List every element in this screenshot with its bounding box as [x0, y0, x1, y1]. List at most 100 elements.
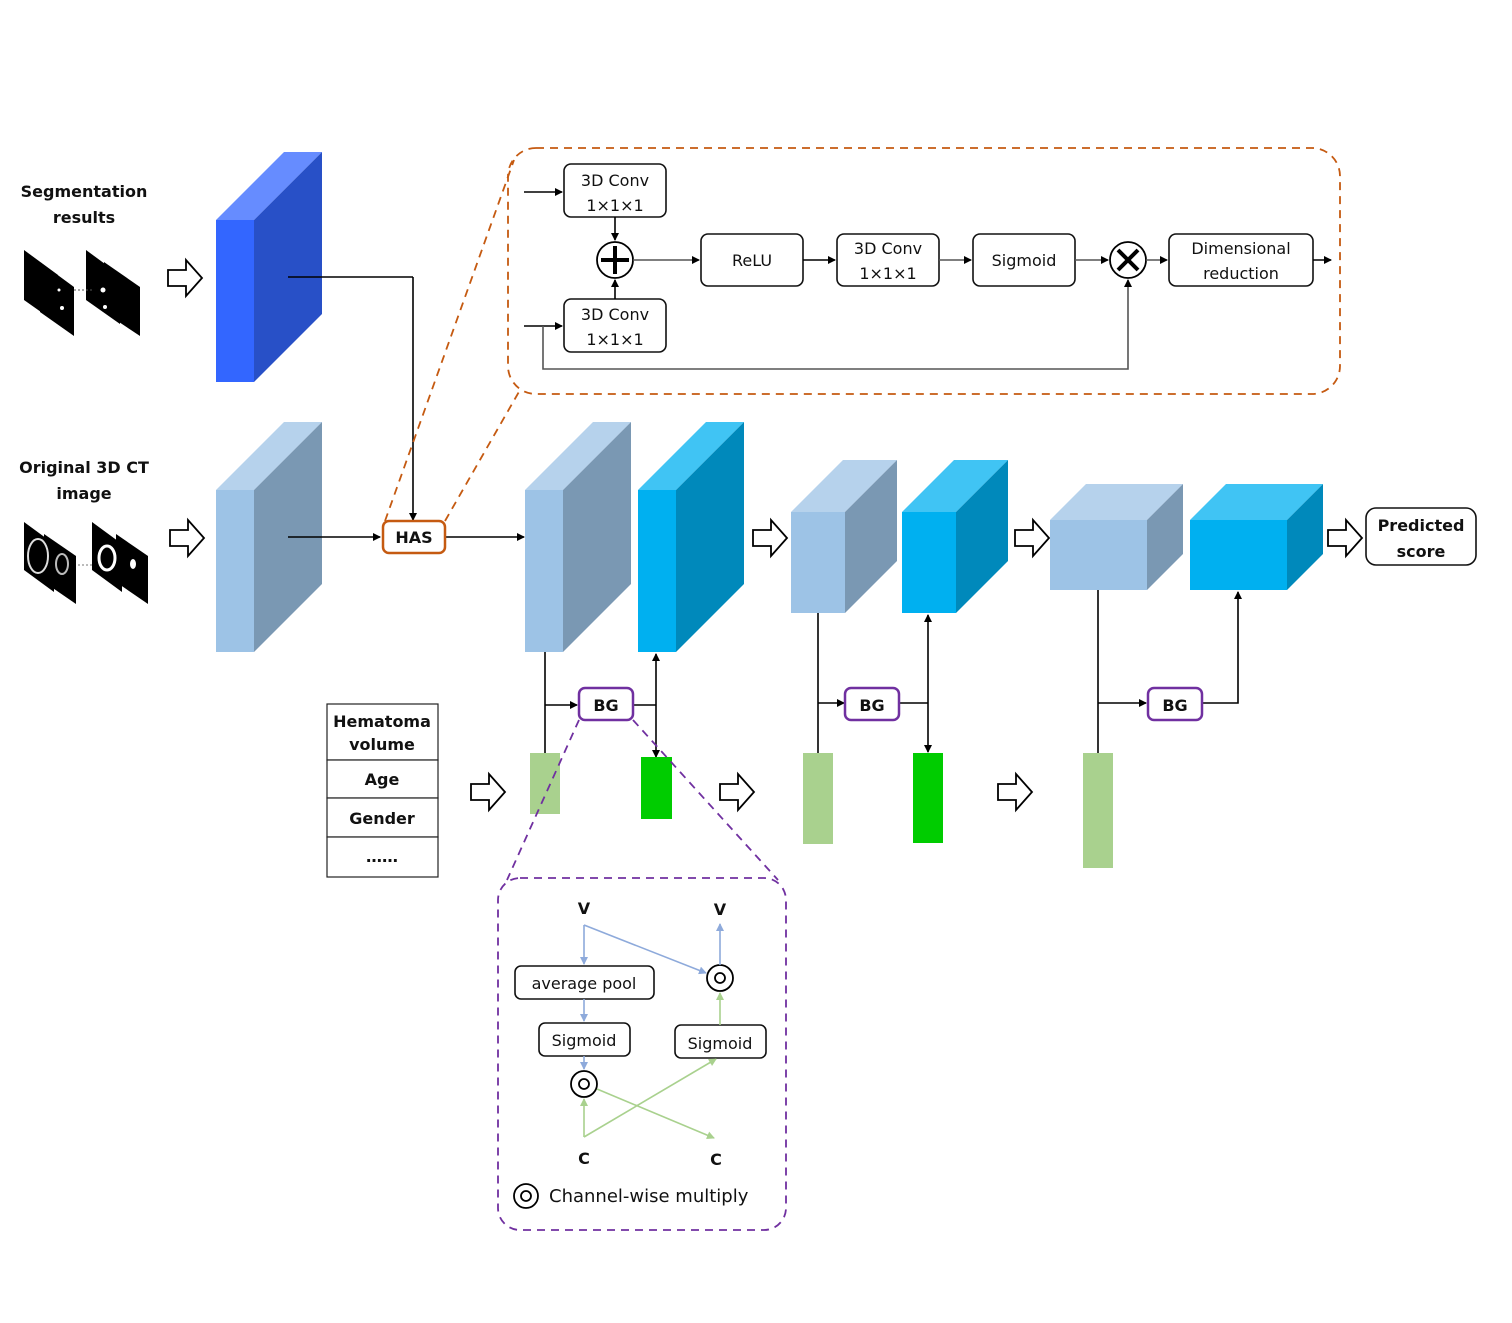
table-row-age: Age — [365, 770, 400, 789]
encoder-block-3b — [1190, 484, 1323, 590]
dim-reduction-line2: reduction — [1203, 264, 1279, 283]
predicted-score-line1: Predicted — [1378, 516, 1465, 535]
encoder-block-2a-front — [791, 512, 845, 613]
segmentation-slices-image — [24, 250, 140, 336]
table-row-hematoma-line1: Hematoma — [333, 712, 431, 731]
avg-pool-box: average pool — [514, 965, 655, 1000]
conv-mid-label: 3D Conv — [854, 239, 922, 258]
table-row-hematoma-line2: volume — [349, 735, 415, 754]
block-arrow-ct — [169, 517, 206, 559]
bg-label-2: BG — [859, 696, 884, 715]
clinical-vector-light-2 — [803, 753, 833, 844]
encoder-block-3b-front — [1190, 520, 1287, 590]
v-in-label: V — [578, 899, 591, 918]
relu-box: ReLU — [700, 233, 804, 287]
relu-label: ReLU — [732, 251, 772, 270]
encoder-block-3a — [1050, 484, 1183, 590]
conv-top-kernel: 1×1×1 — [586, 196, 643, 215]
ct-label: Original 3D CT image — [19, 458, 149, 503]
encoder-block-1b-top — [638, 422, 744, 490]
conv-bottom-label: 3D Conv — [581, 305, 649, 324]
clinical-vector-dark-2 — [913, 753, 943, 843]
dim-reduction-line1: Dimensional — [1191, 239, 1290, 258]
encoder-block-2b-side — [956, 460, 1008, 613]
bg-label-3: BG — [1162, 696, 1187, 715]
conv-bottom-box: 3D Conv 1×1×1 — [563, 298, 667, 353]
bg-label-1: BG — [593, 696, 618, 715]
has-detail-panel: 3D Conv 1×1×1 3D Conv 1×1×1 ReLU 3D Conv… — [507, 147, 1341, 395]
encoder-block-1a-front — [525, 490, 563, 652]
encoder-block-1b — [638, 422, 744, 652]
encoder-block-3b-top — [1190, 484, 1323, 520]
sigmoid-right-box: Sigmoid — [674, 1024, 767, 1059]
segmentation-feature-block-front — [216, 220, 254, 382]
encoder-block-2b-top — [902, 460, 1008, 512]
block-arrow-output — [1327, 517, 1364, 559]
bg-module-box-2[interactable]: BG — [843, 686, 901, 722]
segmentation-label-line1: Segmentation — [21, 182, 148, 201]
clinical-table: Hematoma volume Age Gender …… — [326, 703, 439, 878]
has-module-box[interactable]: HAS — [381, 519, 447, 555]
ct-label-line2: image — [56, 484, 111, 503]
ct-label-line1: Original 3D CT — [19, 458, 149, 477]
segmentation-label: Segmentation results — [21, 182, 148, 227]
encoder-block-3a-top — [1050, 484, 1183, 520]
v-out-label: V — [714, 900, 727, 919]
block-arrow-clinical — [470, 771, 507, 813]
bg-detail-panel: V V C C average pool Sigmoid Sigmoid — [497, 877, 787, 1231]
sigmoid-right-label: Sigmoid — [688, 1034, 753, 1053]
c-out-label: C — [710, 1150, 722, 1169]
conv-top-label: 3D Conv — [581, 171, 649, 190]
encoder-block-1b-side — [676, 422, 744, 652]
c-in-label: C — [578, 1149, 590, 1168]
sigmoid-left-label: Sigmoid — [552, 1031, 617, 1050]
encoder-block-3b-side — [1287, 484, 1323, 590]
has-label: HAS — [395, 528, 432, 547]
ct-feature-block-top — [216, 422, 322, 490]
conv-top-box: 3D Conv 1×1×1 — [563, 163, 667, 218]
block-arrow-clinical-2 — [719, 771, 756, 813]
clinical-vector-dark-1 — [641, 757, 672, 819]
bg-zoom-line-left — [506, 719, 580, 881]
clinical-vector-light-1 — [530, 753, 560, 814]
encoder-block-3a-front — [1050, 520, 1147, 590]
multiply-icon — [1109, 241, 1147, 279]
encoder-block-3a-side — [1147, 484, 1183, 590]
encoder-block-2a-side — [845, 460, 897, 613]
ct-feature-block — [216, 422, 322, 652]
channel-multiply-icon-bottom — [570, 1070, 598, 1098]
segmentation-feature-block-side — [254, 152, 322, 382]
conv-bottom-kernel: 1×1×1 — [586, 330, 643, 349]
channel-multiply-legend-label: Channel-wise multiply — [549, 1186, 749, 1207]
conv-mid-box: 3D Conv 1×1×1 — [836, 233, 940, 287]
bg-module-box-3[interactable]: BG — [1146, 686, 1204, 722]
encoder-block-2a — [791, 460, 897, 613]
block-arrow-stage3 — [1014, 517, 1051, 559]
segmentation-feature-block-top — [216, 152, 322, 220]
encoder-block-1a-side — [563, 422, 631, 652]
bg-zoom-line-right — [632, 719, 779, 881]
segmentation-label-line2: results — [53, 208, 115, 227]
conv-mid-kernel: 1×1×1 — [859, 264, 916, 283]
predicted-score-line2: score — [1397, 542, 1446, 561]
clinical-vector-light-3 — [1083, 753, 1113, 868]
encoder-block-1b-front — [638, 490, 676, 652]
table-row-ellipsis: …… — [366, 847, 398, 866]
add-icon — [596, 241, 634, 279]
sigmoid-left-box: Sigmoid — [538, 1022, 631, 1057]
bg-module-box-1[interactable]: BG — [577, 686, 635, 722]
encoder-block-2b-front — [902, 512, 956, 613]
encoder-block-1a — [525, 422, 631, 652]
channel-multiply-legend: Channel-wise multiply — [513, 1183, 749, 1209]
table-row-gender: Gender — [349, 809, 415, 828]
sigmoid-label: Sigmoid — [992, 251, 1057, 270]
dim-reduction-box: Dimensional reduction — [1168, 233, 1314, 287]
encoder-block-2a-top — [791, 460, 897, 512]
block-arrow-clinical-3 — [997, 771, 1034, 813]
encoder-block-1a-top — [525, 422, 631, 490]
predicted-score-box[interactable]: Predicted score — [1365, 507, 1477, 566]
channel-multiply-legend-icon — [513, 1183, 539, 1209]
avg-pool-label: average pool — [532, 974, 637, 993]
sigmoid-box: Sigmoid — [972, 233, 1076, 287]
